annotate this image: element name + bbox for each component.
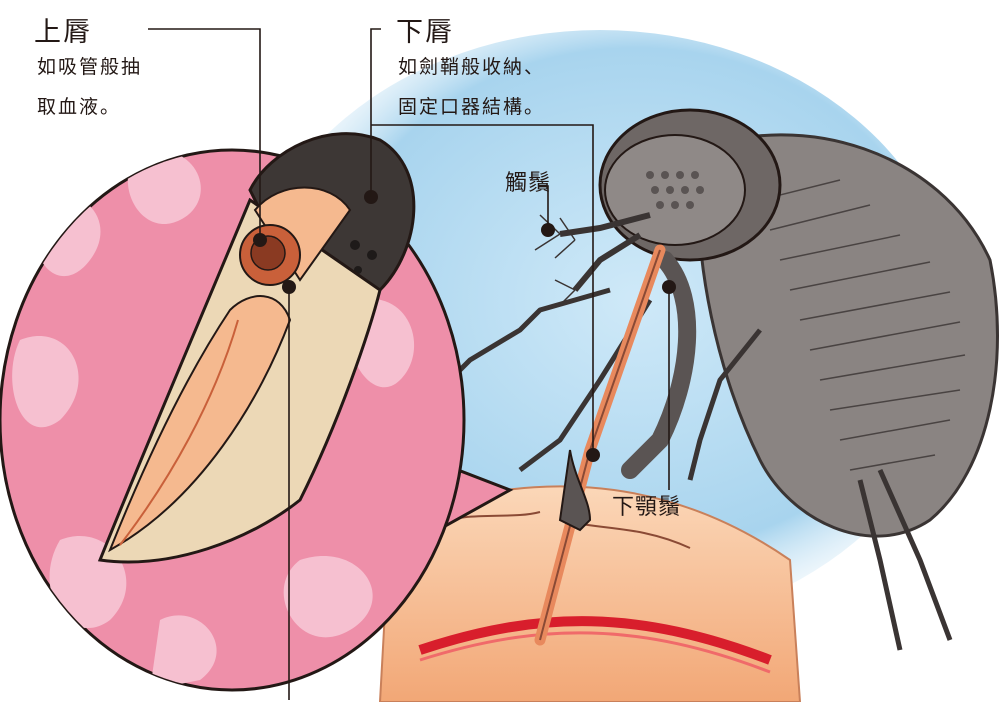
- upper-lip-title: 上脣: [34, 10, 92, 49]
- lower-lip-desc-line2: 固定口器結構。: [398, 92, 545, 119]
- lower-lip-dot: [586, 448, 600, 462]
- upper-lip-desc-line1: 如吸管般抽: [37, 52, 142, 79]
- lower-lip-title: 下脣: [396, 10, 454, 49]
- palp-dot: [662, 280, 676, 294]
- lower-lip-desc-line1: 如劍鞘般收納、: [398, 52, 545, 79]
- upper-lip-desc-line2: 取血液。: [37, 92, 121, 119]
- maxillary-palp-label: 下顎鬚: [612, 489, 681, 521]
- antenna-label: 觸鬚: [505, 165, 551, 197]
- antenna-dot: [541, 223, 555, 237]
